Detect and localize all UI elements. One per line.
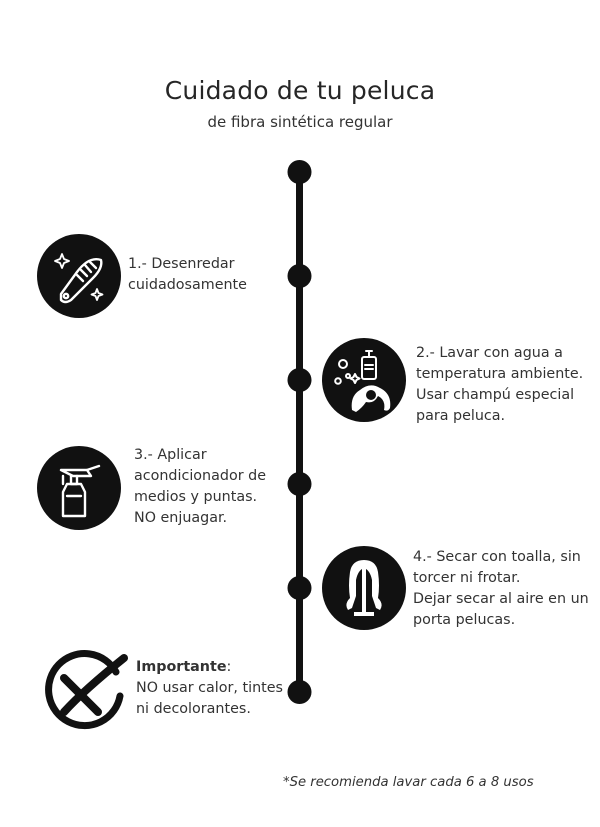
prohibited-check-icon <box>45 650 128 730</box>
footnote: *Se recomienda lavar cada 6 a 8 usos <box>283 775 534 790</box>
important-label: Importante <box>136 659 227 675</box>
timeline-node-3 <box>287 472 312 496</box>
page-title: Cuidado de tu peluca <box>164 76 436 105</box>
step-1-text: 1.- Desenredar cuidadosamente <box>128 254 247 296</box>
step-4-line-2: torcer ni frotar. <box>413 570 521 586</box>
step-3-line-3: medios y puntas. <box>134 489 258 505</box>
step-2-line-1: 2.- Lavar con agua a <box>416 345 563 361</box>
important-colon: : <box>226 659 232 675</box>
step-4-line-3: Dejar secar al aire en un <box>413 591 589 607</box>
step-1-line-2: cuidadosamente <box>128 277 247 293</box>
step-1-line-1: 1.- Desenredar <box>128 256 235 272</box>
wig-stand-icon <box>322 546 406 630</box>
step-4-text: 4.- Secar con toalla, sin torcer ni frot… <box>413 547 589 631</box>
important-text: Importante: NO usar calor, tintes ni dec… <box>136 657 283 720</box>
timeline-line <box>296 172 303 692</box>
step-4-line-4: porta pelucas. <box>413 612 516 628</box>
timeline-node-start <box>287 160 312 184</box>
page-subtitle: de fibra sintética regular <box>207 113 393 131</box>
step-3-line-1: 3.- Aplicar <box>134 447 207 463</box>
step-2-line-2: temperatura ambiente. <box>416 366 584 382</box>
important-line-1: NO usar calor, tintes <box>136 680 283 696</box>
step-3-line-4: NO enjuagar. <box>134 510 228 526</box>
timeline-node-1 <box>287 264 312 288</box>
timeline-node-4 <box>287 576 312 600</box>
timeline-node-end <box>287 680 312 704</box>
step-4-line-1: 4.- Secar con toalla, sin <box>413 549 581 565</box>
comb-icon <box>37 234 121 318</box>
spray-bottle-icon <box>37 446 121 530</box>
step-2-line-4: para peluca. <box>416 408 506 424</box>
timeline-node-2 <box>287 368 312 392</box>
step-2-line-3: Usar champú especial <box>416 387 575 403</box>
step-3-text: 3.- Aplicar acondicionador de medios y p… <box>134 445 266 529</box>
important-heading: Importante: <box>136 657 283 678</box>
step-2-text: 2.- Lavar con agua a temperatura ambient… <box>416 343 583 427</box>
step-3-line-2: acondicionador de <box>134 468 266 484</box>
important-line-2: ni decolorantes. <box>136 701 251 717</box>
shampoo-wash-icon <box>322 338 406 422</box>
